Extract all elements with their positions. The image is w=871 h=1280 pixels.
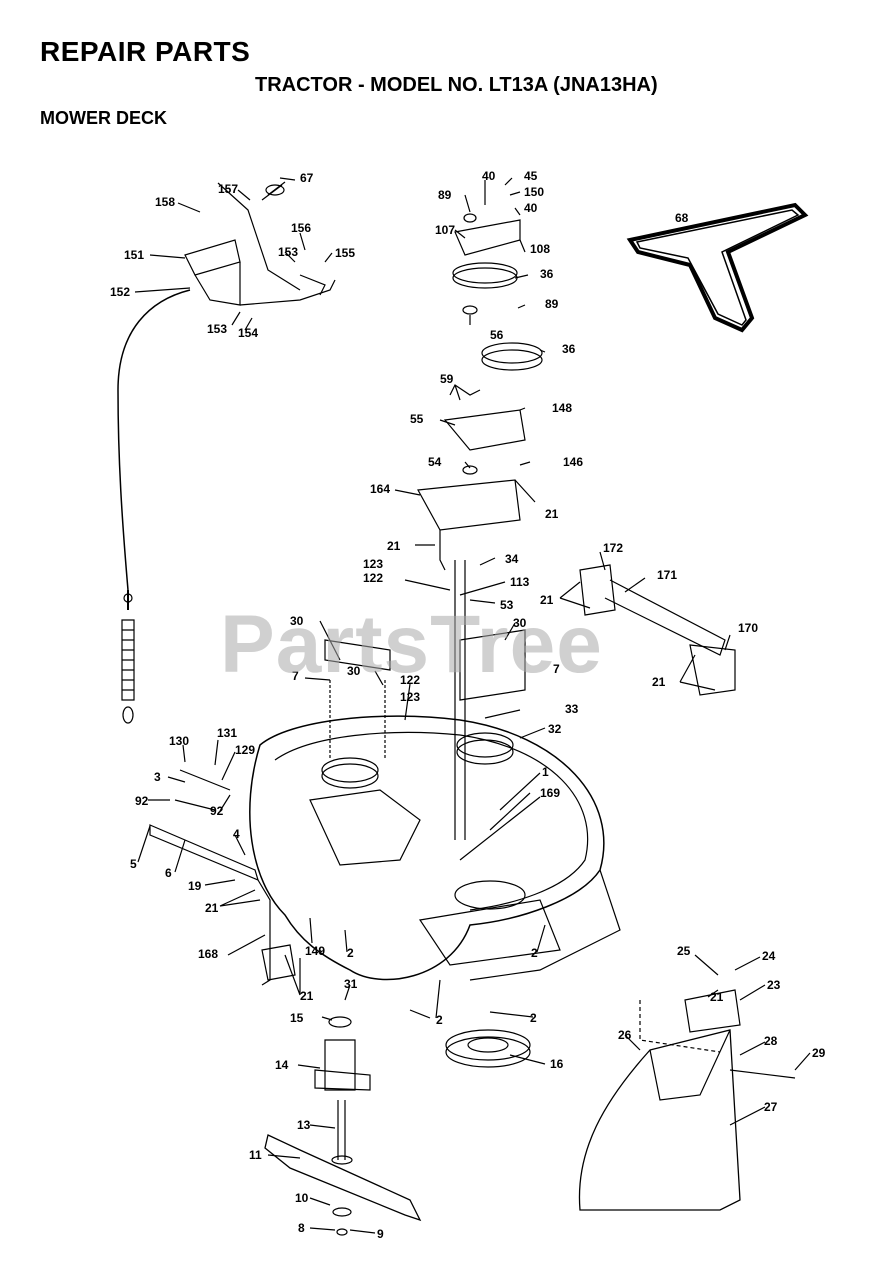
part-number: 30: [347, 664, 361, 678]
part-number: 107: [435, 223, 455, 237]
part-number: 21: [205, 901, 219, 915]
part-number: 27: [764, 1100, 778, 1114]
part-number: 157: [218, 182, 238, 196]
mower-blade: [264, 1134, 422, 1222]
part-number: 123: [363, 557, 383, 571]
part-number: 152: [110, 285, 130, 299]
part-number: 129: [235, 743, 255, 757]
part-number: 30: [513, 616, 527, 630]
part-number: 146: [563, 455, 583, 469]
part-number: 89: [438, 188, 452, 202]
part-number: 7: [553, 662, 560, 676]
part-number: 6: [165, 866, 172, 880]
part-number: 92: [210, 804, 224, 818]
mower-deck-outline: [249, 715, 605, 981]
part-number: 19: [188, 879, 202, 893]
part-number: 150: [524, 185, 544, 199]
part-number: 158: [155, 195, 175, 209]
part-number: 34: [505, 552, 519, 566]
part-number: 122: [400, 673, 420, 687]
part-number: 21: [540, 593, 554, 607]
part-number: 30: [290, 614, 304, 628]
part-number: 108: [530, 242, 550, 256]
part-number: 28: [764, 1034, 778, 1048]
part-number: 21: [545, 507, 559, 521]
part-number: 55: [410, 412, 424, 426]
part-number: 15: [290, 1011, 304, 1025]
part-number: 24: [762, 949, 776, 963]
part-number: 40: [482, 169, 496, 183]
part-number: 156: [291, 221, 311, 235]
part-number: 32: [548, 722, 562, 736]
part-number: 2: [436, 1013, 443, 1027]
part-number: 1: [542, 765, 549, 779]
part-number: 7: [292, 669, 299, 683]
part-number: 21: [710, 990, 724, 1004]
page-title: REPAIR PARTS: [40, 36, 251, 67]
part-number: 113: [510, 575, 530, 589]
part-number: 67: [300, 171, 314, 185]
part-number: 13: [297, 1118, 311, 1132]
part-number: 170: [738, 621, 758, 635]
part-number: 2: [347, 946, 354, 960]
part-number: 40: [524, 201, 538, 215]
part-number: 45: [524, 169, 538, 183]
part-number: 31: [344, 977, 358, 991]
part-number: 21: [300, 989, 314, 1003]
model-subtitle: TRACTOR - MODEL NO. LT13A (JNA13HA): [255, 74, 658, 96]
part-number: 21: [652, 675, 666, 689]
part-number: 4: [233, 827, 240, 841]
part-number: 54: [428, 455, 442, 469]
part-number: 122: [363, 571, 383, 585]
part-number: 92: [135, 794, 149, 808]
part-number: 154: [238, 326, 258, 340]
part-number: 148: [552, 401, 572, 415]
part-number: 2: [530, 1011, 537, 1025]
part-number: 59: [440, 372, 454, 386]
part-number: 153: [207, 322, 227, 336]
part-number: 2: [531, 946, 538, 960]
part-number: 25: [677, 944, 691, 958]
watermark: PartsTree: [220, 599, 603, 690]
part-number: 26: [618, 1028, 632, 1042]
drive-belt: [626, 202, 809, 333]
part-number: 56: [490, 328, 504, 342]
part-number: 168: [198, 947, 218, 961]
lift-cable: [117, 289, 191, 591]
part-number: 33: [565, 702, 579, 716]
discharge-chute: [578, 1029, 741, 1211]
part-number: 10: [295, 1191, 309, 1205]
part-number: 155: [335, 246, 355, 260]
part-number: 164: [370, 482, 390, 496]
part-number: 21: [387, 539, 401, 553]
part-number: 16: [550, 1057, 564, 1071]
part-number: 151: [124, 248, 144, 262]
part-number: 5: [130, 857, 137, 871]
part-number: 171: [657, 568, 677, 582]
part-number: 36: [562, 342, 576, 356]
part-number: 14: [275, 1058, 289, 1072]
part-number: 23: [767, 978, 781, 992]
part-callouts: 67 157 158 151 156 153 155 152 153 154 4…: [110, 169, 826, 1241]
part-number: 29: [812, 1046, 826, 1060]
part-number: 131: [217, 726, 237, 740]
part-number: 149: [305, 944, 325, 958]
part-number: 123: [400, 690, 420, 704]
part-number: 11: [249, 1148, 262, 1162]
part-number: 153: [278, 245, 298, 259]
part-number: 172: [603, 541, 623, 555]
part-number: 89: [545, 297, 559, 311]
part-number: 130: [169, 734, 189, 748]
part-number: 3: [154, 770, 161, 784]
part-number: 169: [540, 786, 560, 800]
part-number: 8: [298, 1221, 305, 1235]
part-number: 53: [500, 598, 514, 612]
part-number: 9: [377, 1227, 384, 1241]
section-title: MOWER DECK: [40, 108, 167, 128]
part-number: 36: [540, 267, 554, 281]
part-number: 68: [675, 211, 689, 225]
